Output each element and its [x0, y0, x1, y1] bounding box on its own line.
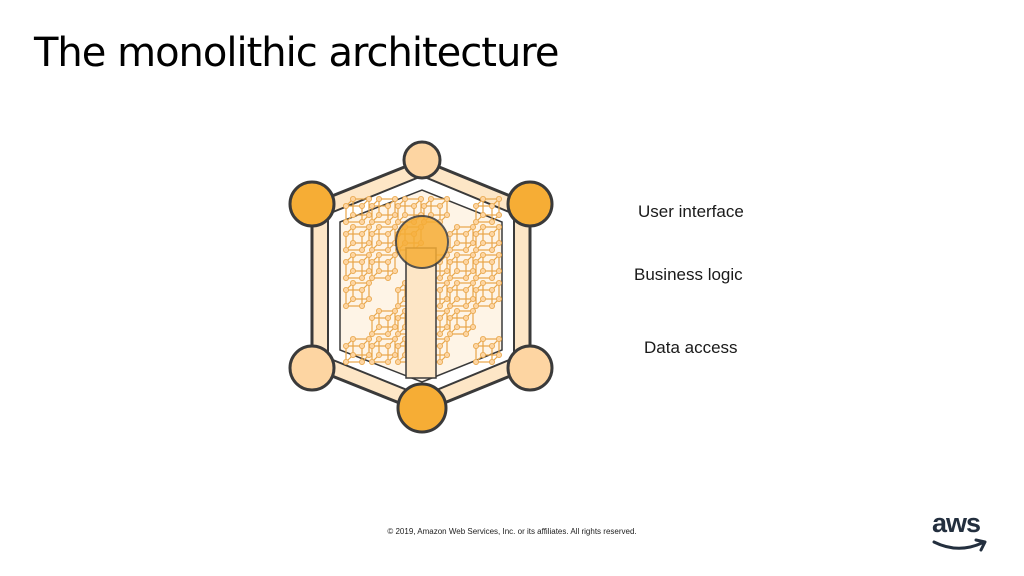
corner-node	[396, 382, 448, 434]
core-node	[395, 215, 449, 269]
lattice-cube	[343, 224, 373, 254]
lattice-cubes	[343, 196, 502, 379]
lattice-cube	[472, 252, 502, 281]
layer-label-business-logic: Business logic	[634, 265, 743, 284]
lattice-cube	[343, 252, 373, 281]
corner-node	[288, 344, 336, 392]
lattice-cube	[446, 252, 476, 281]
aws-smile-arrow-icon	[932, 538, 987, 552]
lattice-cube	[446, 307, 476, 337]
lattice-cube	[472, 335, 502, 365]
lattice-cube	[446, 279, 476, 309]
lattice-cube	[369, 307, 399, 337]
lattice-cube	[369, 252, 399, 281]
lattice-cube	[472, 224, 502, 254]
corner-node	[288, 180, 336, 228]
aws-logo-text: aws	[932, 508, 981, 538]
slide-title: The monolithic architecture	[34, 30, 559, 76]
aws-logo: aws	[932, 508, 990, 554]
lattice-cube	[472, 279, 502, 309]
lattice-cube	[343, 279, 373, 309]
layer-label-data-access: Data access	[644, 338, 738, 357]
lattice-cube	[472, 196, 502, 226]
corner-node	[402, 140, 442, 180]
corner-node	[506, 344, 554, 392]
layer-label-user-interface: User interface	[638, 202, 744, 221]
copyright-footer: © 2019, Amazon Web Services, Inc. or its…	[387, 527, 637, 536]
monolith-hexagon-lattice-icon	[288, 140, 554, 434]
lattice-cube	[369, 335, 399, 365]
core-beam	[405, 247, 437, 379]
corner-node	[506, 180, 554, 228]
lattice-cube	[369, 196, 399, 226]
hexagon-corner-nodes	[288, 140, 554, 434]
lattice-cube	[343, 335, 373, 365]
